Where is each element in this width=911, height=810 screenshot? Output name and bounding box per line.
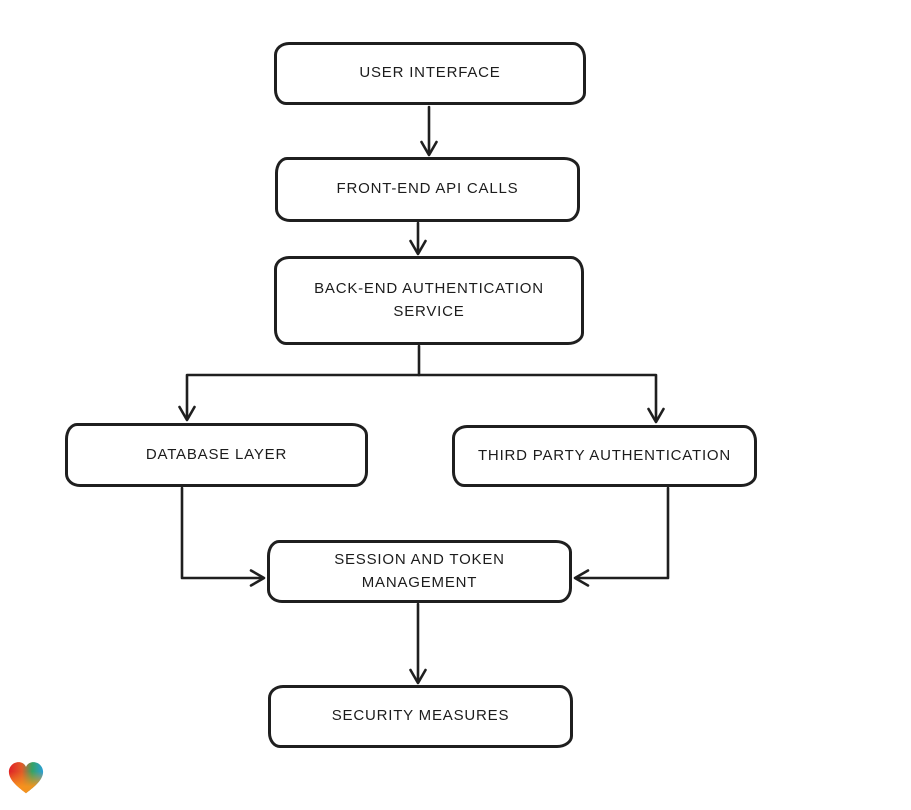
node-database-layer: DATABASE LAYER — [65, 423, 368, 487]
edge-third-party-authentication-to-session-and-token-management — [573, 486, 670, 587]
node-third-party-authentication-label: THIRD PARTY AUTHENTICATION — [477, 446, 732, 464]
node-session-and-token-management: SESSION AND TOKEN MANAGEMENT — [267, 540, 572, 603]
edge-session-and-token-management-to-security-measures — [409, 602, 427, 685]
node-back-end-authentication-service: BACK-END AUTHENTICATION SERVICE — [274, 256, 584, 345]
node-security-measures-label: SECURITY MEASURES — [331, 707, 510, 725]
node-session-and-token-management-label: SESSION AND TOKEN MANAGEMENT — [334, 551, 505, 591]
edge-user-interface-to-front-end-api-calls — [420, 105, 438, 157]
edge-back-end-authentication-service-to-third-party-authentication — [417, 373, 665, 424]
heart-logo — [8, 762, 44, 794]
edge-back-end-authentication-service-to-database-layer — [178, 344, 421, 422]
node-back-end-authentication-service-label: BACK-END AUTHENTICATION SERVICE — [314, 280, 544, 320]
node-security-measures: SECURITY MEASURES — [268, 685, 573, 748]
edge-front-end-api-calls-to-back-end-authentication-service — [409, 221, 427, 256]
node-user-interface-label: USER INTERFACE — [359, 64, 501, 82]
node-user-interface: USER INTERFACE — [274, 42, 586, 105]
node-front-end-api-calls: FRONT-END API CALLS — [275, 157, 580, 222]
node-third-party-authentication: THIRD PARTY AUTHENTICATION — [452, 425, 757, 487]
node-front-end-api-calls-label: FRONT-END API CALLS — [336, 180, 519, 198]
edge-database-layer-to-session-and-token-management — [180, 486, 266, 587]
node-database-layer-label: DATABASE LAYER — [145, 445, 288, 463]
